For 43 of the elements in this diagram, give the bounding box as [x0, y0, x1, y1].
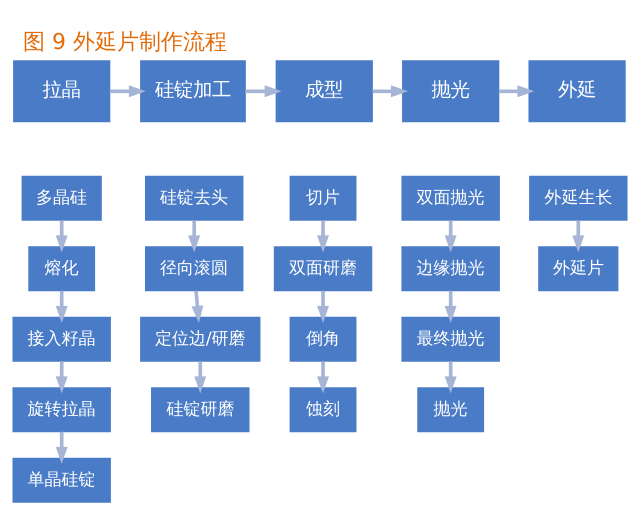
- node-box: 双面抛光: [401, 175, 500, 220]
- node-box: 蚀刻: [290, 386, 356, 432]
- node-box: 外延: [528, 60, 626, 122]
- arrow: [194, 360, 206, 393]
- arrow: [56, 360, 68, 393]
- diagram-title: 图 9 外延片制作流程: [23, 30, 227, 55]
- arrow: [317, 360, 329, 393]
- node-box: 外延生长: [529, 175, 628, 220]
- arrow: [245, 84, 282, 97]
- node-box: 拉晶: [13, 60, 110, 122]
- arrow: [188, 220, 200, 252]
- arrow: [444, 360, 457, 393]
- node-box: 径向滚圆: [144, 246, 244, 291]
- arrow: [110, 84, 146, 97]
- node-box: 抛光: [402, 60, 500, 122]
- node-box: 硅锭研磨: [151, 386, 250, 432]
- node-box: 定位边/研磨: [140, 316, 260, 362]
- arrow: [317, 220, 329, 252]
- arrow: [56, 220, 68, 252]
- arrow: [191, 290, 204, 322]
- node-box: 熔化: [28, 246, 96, 291]
- node-box: 硅锭去头: [144, 175, 244, 220]
- arrow: [372, 84, 408, 97]
- arrow: [444, 220, 457, 252]
- node-box: 单晶硅锭: [12, 457, 111, 502]
- node-box: 旋转拉晶: [12, 386, 111, 432]
- arrow: [56, 431, 68, 464]
- node-box: 抛光: [417, 386, 484, 432]
- node-box: 接入籽晶: [12, 316, 111, 362]
- arrow: [317, 290, 329, 322]
- node-box: 双面研磨: [274, 246, 372, 291]
- node-box: 多晶硅: [22, 175, 102, 220]
- node-box: 成型: [276, 60, 373, 122]
- node-box: 硅锭加工: [140, 60, 246, 122]
- arrow: [499, 84, 534, 97]
- arrow: [56, 290, 68, 322]
- node-box: 切片: [290, 175, 356, 220]
- arrow: [444, 290, 457, 322]
- node-box: 最终抛光: [401, 316, 500, 362]
- node-box: 外延片: [538, 246, 618, 291]
- arrow: [572, 220, 584, 252]
- node-box: 边缘抛光: [401, 246, 500, 291]
- node-box: 倒角: [290, 316, 356, 362]
